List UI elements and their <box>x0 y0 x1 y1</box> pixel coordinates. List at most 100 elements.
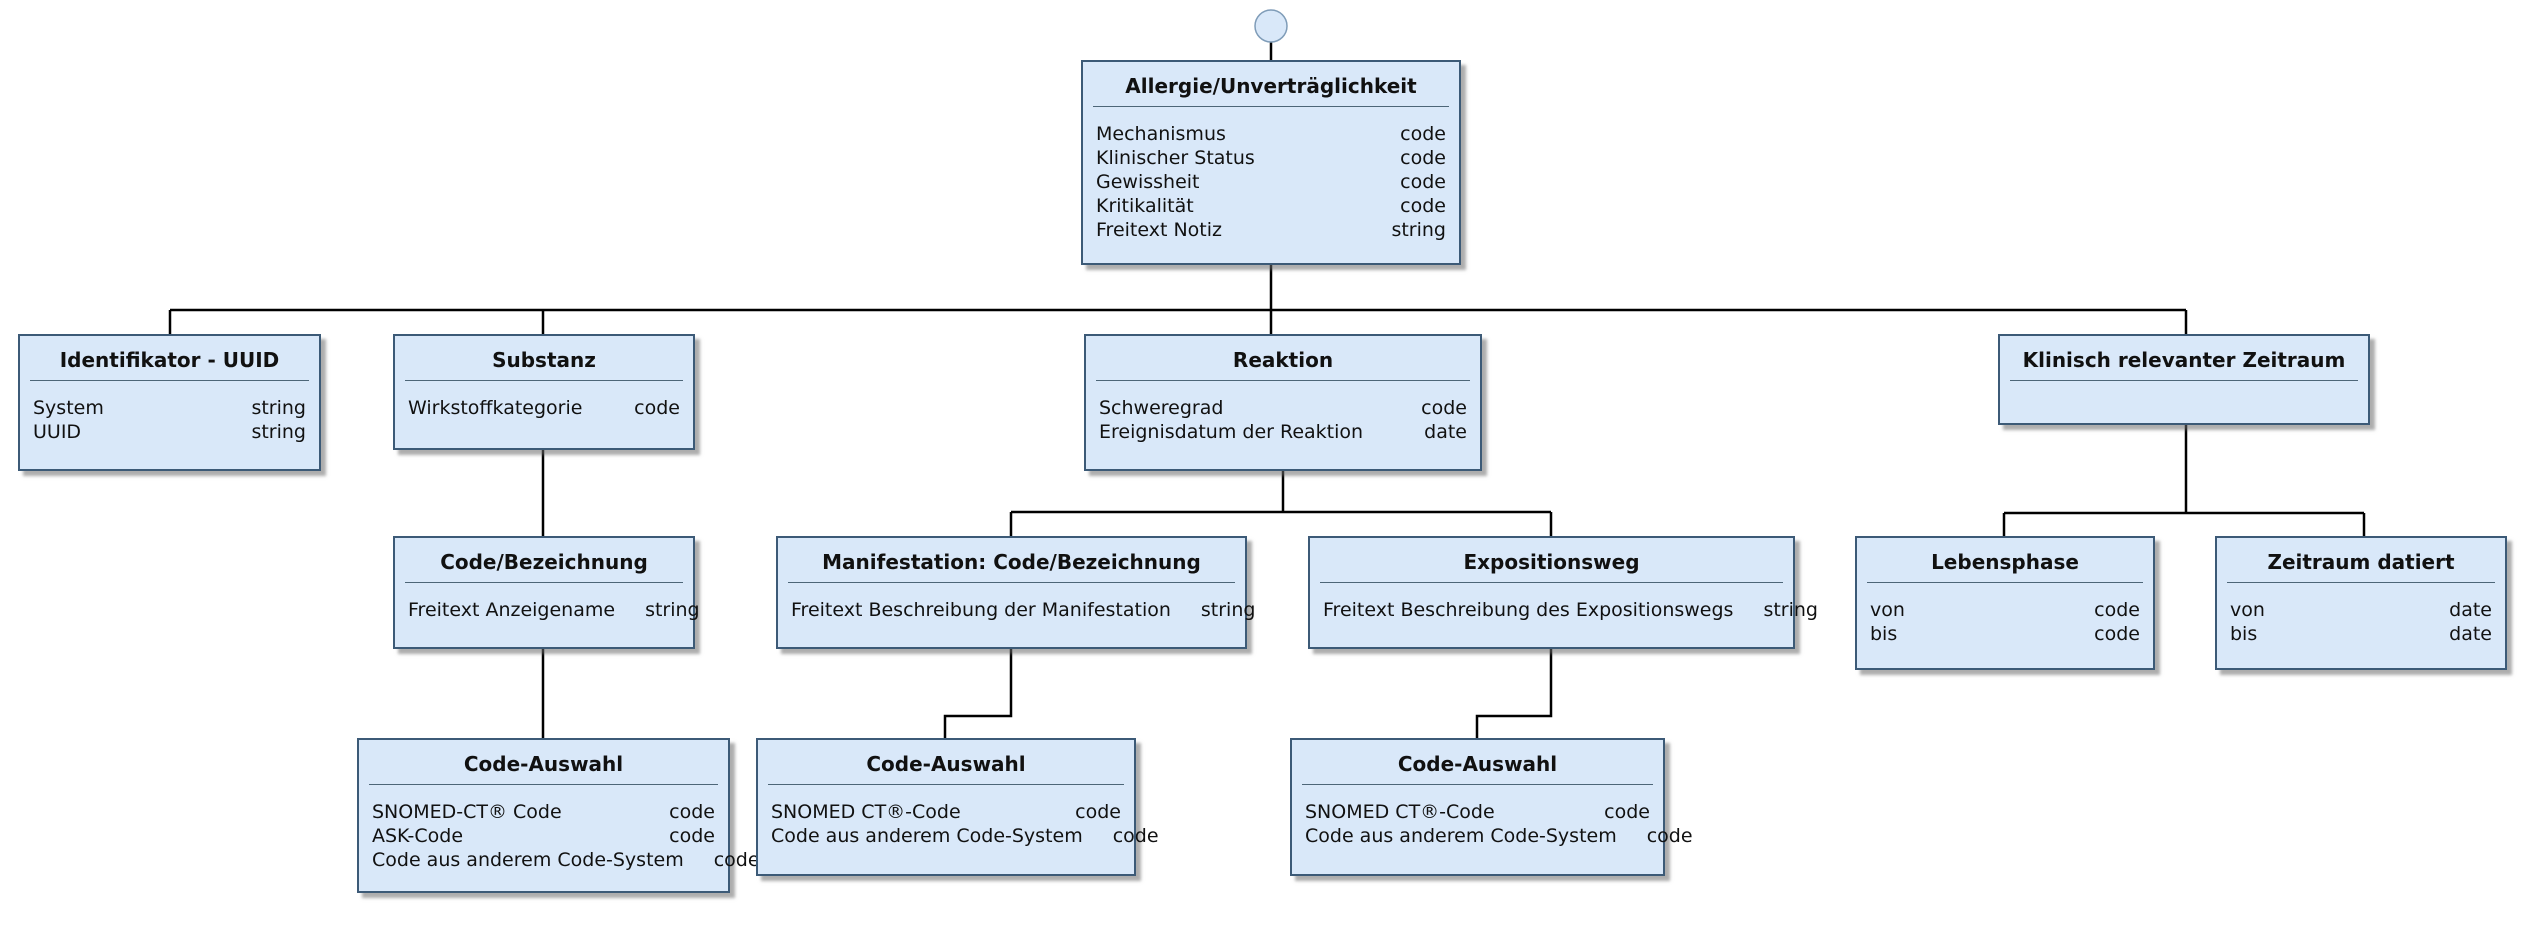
title-divider <box>1320 582 1783 583</box>
attribute-list: SNOMED CT®-Code code Code aus anderem Co… <box>1292 785 1693 856</box>
entity-klinisch-relevanter-zeitraum: Klinisch relevanter Zeitraum <box>1998 334 2370 425</box>
entity-code-auswahl-substanz: Code-Auswahl SNOMED-CT® Code code ASK-Co… <box>357 738 760 893</box>
entity-title: Zeitraum datiert <box>2267 550 2455 574</box>
title-divider <box>2010 380 2358 381</box>
attribute-type: string <box>1763 599 1818 621</box>
attribute-type: string <box>1200 599 1256 621</box>
title-divider <box>30 380 309 381</box>
attribute-row: Schweregrad code <box>1099 396 1467 420</box>
attribute-name: Freitext Beschreibung der Manifestation <box>791 599 1171 621</box>
attribute-list: von code bis code <box>1857 583 2153 654</box>
attribute-row: Wirkstoffkategorie code <box>408 396 680 420</box>
attribute-type: string <box>1391 219 1446 241</box>
entity-title: Code-Auswahl <box>1397 752 1558 776</box>
entity-title: Code-Auswahl <box>866 752 1026 776</box>
root-anchor-circle <box>1254 9 1288 43</box>
attribute-list: SNOMED CT®-Code code Code aus anderem Co… <box>758 785 1159 856</box>
attribute-list: Mechanismus code Klinischer Status code … <box>1083 107 1459 250</box>
attribute-list: Wirkstoffkategorie code <box>395 381 693 428</box>
attribute-row: SNOMED CT®-Code code <box>1305 800 1650 824</box>
entity-allergie-unvertraeglichkeit: Allergie/Unverträglichkeit Mechanismus c… <box>1081 60 1461 265</box>
title-divider <box>2227 582 2495 583</box>
attribute-name: Freitext Notiz <box>1096 219 1222 241</box>
entity-title: Lebensphase <box>1931 550 2079 574</box>
attribute-type: string <box>251 421 306 443</box>
attribute-name: bis <box>2230 623 2258 645</box>
attribute-name: Mechanismus <box>1096 123 1226 145</box>
attribute-row: SNOMED-CT® Code code <box>372 800 715 824</box>
attribute-type: code <box>1112 825 1159 847</box>
attribute-name: Code aus anderem Code-System <box>1305 825 1617 847</box>
title-divider <box>369 784 718 785</box>
attribute-name: bis <box>1870 623 1898 645</box>
entity-substanz: Substanz Wirkstoffkategorie code <box>393 334 695 450</box>
attribute-type: code <box>1400 195 1446 217</box>
title-divider <box>1302 784 1653 785</box>
attribute-row: Code aus anderem Code-System code <box>771 824 1159 848</box>
attribute-name: Ereignisdatum der Reaktion <box>1099 421 1364 443</box>
attribute-list: System string UUID string <box>20 381 319 452</box>
attribute-type: string <box>251 397 306 419</box>
title-divider <box>405 380 683 381</box>
attribute-type: code <box>1646 825 1693 847</box>
attribute-row: Freitext Beschreibung des Expositionsweg… <box>1323 598 1818 622</box>
entity-reaktion: Reaktion Schweregrad code Ereignisdatum … <box>1084 334 1482 471</box>
attribute-row: von code <box>1870 598 2140 622</box>
attribute-row: Code aus anderem Code-System code <box>372 848 760 872</box>
entity-title: Code/Bezeichnung <box>440 550 648 574</box>
attribute-list <box>2000 381 2368 404</box>
attribute-row: Freitext Anzeigename string <box>408 598 700 622</box>
attribute-list: von date bis date <box>2217 583 2505 654</box>
attribute-name: Klinischer Status <box>1096 147 1255 169</box>
attribute-row: bis code <box>1870 622 2140 646</box>
title-divider <box>768 784 1124 785</box>
attribute-type: code <box>1075 801 1121 823</box>
attribute-type: code <box>1400 147 1446 169</box>
attribute-row: Freitext Notiz string <box>1096 218 1446 242</box>
entity-manifestation-code-bezeichnung: Manifestation: Code/Bezeichnung Freitext… <box>776 536 1255 649</box>
title-divider <box>1096 380 1470 381</box>
entity-identifikator-uuid: Identifikator - UUID System string UUID … <box>18 334 321 471</box>
entity-title: Identifikator - UUID <box>59 348 280 372</box>
attribute-name: System <box>33 397 104 419</box>
attribute-type: code <box>1421 397 1467 419</box>
attribute-row: ASK-Code code <box>372 824 715 848</box>
attribute-name: von <box>1870 599 1905 621</box>
attribute-row: Gewissheit code <box>1096 170 1446 194</box>
attribute-type: code <box>713 849 760 871</box>
entity-title: Reaktion <box>1232 348 1334 372</box>
attribute-list: SNOMED-CT® Code code ASK-Code code Code … <box>359 785 760 880</box>
attribute-row: Freitext Beschreibung der Manifestation … <box>791 598 1255 622</box>
entity-title: Code-Auswahl <box>463 752 624 776</box>
entity-title: Expositionsweg <box>1463 550 1640 574</box>
attribute-type: string <box>645 599 700 621</box>
attribute-list: Freitext Anzeigename string <box>395 583 700 630</box>
entity-title: Substanz <box>492 348 596 372</box>
attribute-name: Code aus anderem Code-System <box>771 825 1083 847</box>
attribute-type: date <box>2449 599 2492 621</box>
attribute-type: date <box>2449 623 2492 645</box>
attribute-type: code <box>669 801 715 823</box>
entity-expositionsweg: Expositionsweg Freitext Beschreibung des… <box>1308 536 1818 649</box>
attribute-type: code <box>2094 599 2140 621</box>
attribute-name: Schweregrad <box>1099 397 1224 419</box>
attribute-row: Mechanismus code <box>1096 122 1446 146</box>
entity-code-auswahl-manifestation: Code-Auswahl SNOMED CT®-Code code Code a… <box>756 738 1159 876</box>
attribute-name: ASK-Code <box>372 825 464 847</box>
attribute-name: von <box>2230 599 2265 621</box>
attribute-row: SNOMED CT®-Code code <box>771 800 1121 824</box>
entity-code-bezeichnung: Code/Bezeichnung Freitext Anzeigename st… <box>393 536 700 649</box>
entity-title: Manifestation: Code/Bezeichnung <box>822 550 1201 574</box>
attribute-name: Freitext Anzeigename <box>408 599 616 621</box>
attribute-list: Schweregrad code Ereignisdatum der Reakt… <box>1086 381 1480 452</box>
attribute-name: Code aus anderem Code-System <box>372 849 684 871</box>
attribute-name: Kritikalität <box>1096 195 1194 217</box>
attribute-name: SNOMED CT®-Code <box>771 801 961 823</box>
attribute-type: code <box>634 397 680 419</box>
entity-title: Klinisch relevanter Zeitraum <box>2022 348 2346 372</box>
attribute-type: date <box>1424 421 1467 443</box>
attribute-name: UUID <box>33 421 82 443</box>
attribute-row: Code aus anderem Code-System code <box>1305 824 1693 848</box>
entity-title: Allergie/Unverträglichkeit <box>1125 74 1417 98</box>
